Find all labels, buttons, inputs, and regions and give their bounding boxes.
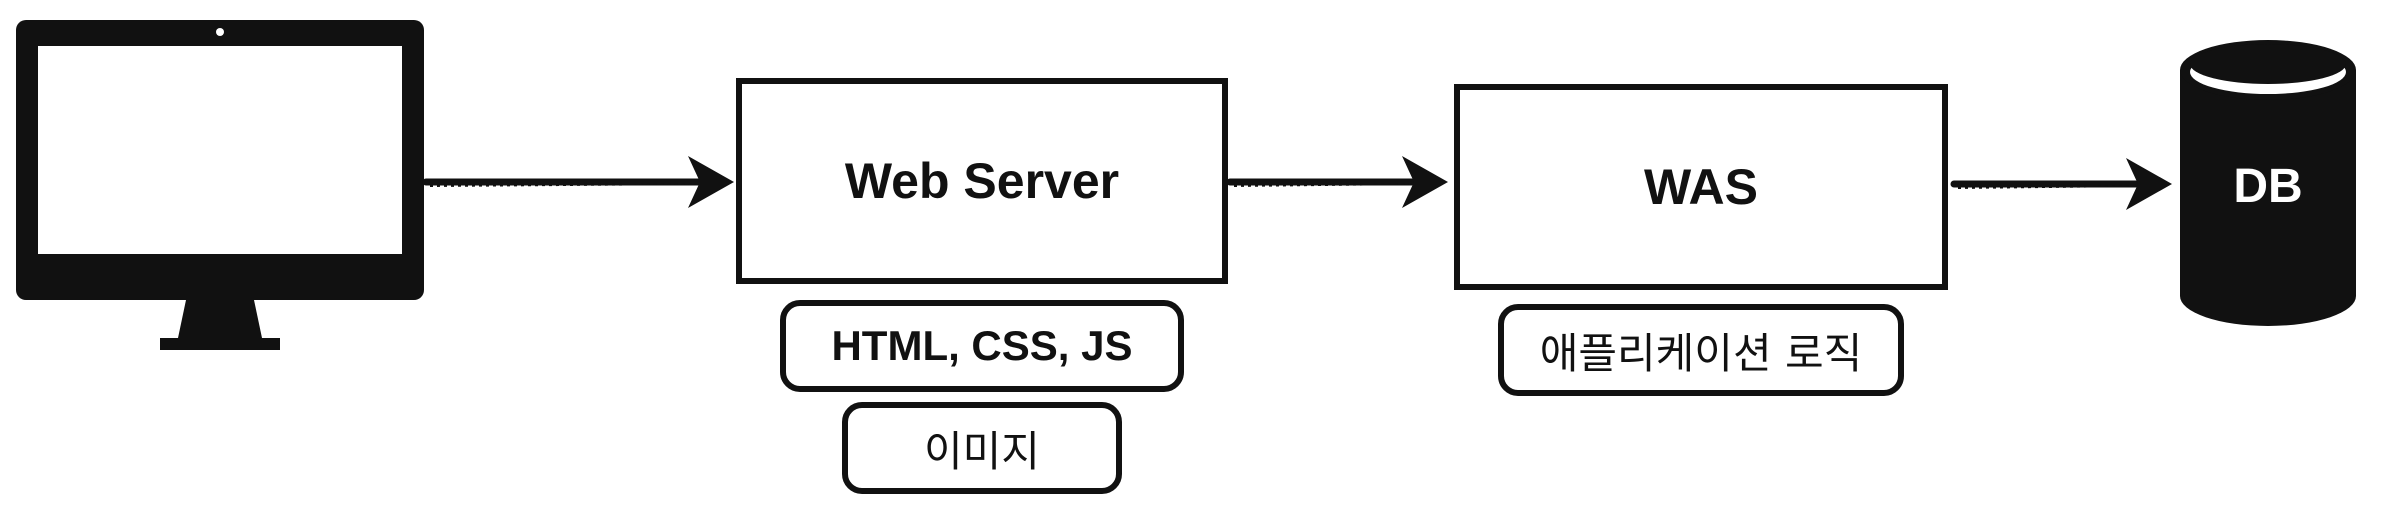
web-server-label: Web Server (844, 153, 1120, 209)
tag-html-css-js-label: HTML, CSS, JS (831, 322, 1133, 369)
desktop-monitor-icon (16, 20, 424, 350)
db-label: DB (2233, 159, 2303, 213)
was-label: WAS (1644, 159, 1758, 215)
web-server-box: Web Server (736, 78, 1228, 284)
arrow-webserver-to-was (1226, 156, 1448, 208)
tag-image-label: 이미지 (924, 426, 1040, 476)
database-cylinder-icon (2180, 40, 2356, 326)
tag-html-css-js: HTML, CSS, JS (780, 300, 1184, 392)
arrow-client-to-webserver (422, 156, 734, 208)
tag-application-logic: 애플리케이션 로직 (1498, 304, 1904, 396)
arrow-was-to-db (1950, 158, 2172, 210)
was-box: WAS (1454, 84, 1948, 290)
tag-image: 이미지 (842, 402, 1122, 494)
tag-application-logic-label: 애플리케이션 로직 (1539, 328, 1863, 378)
